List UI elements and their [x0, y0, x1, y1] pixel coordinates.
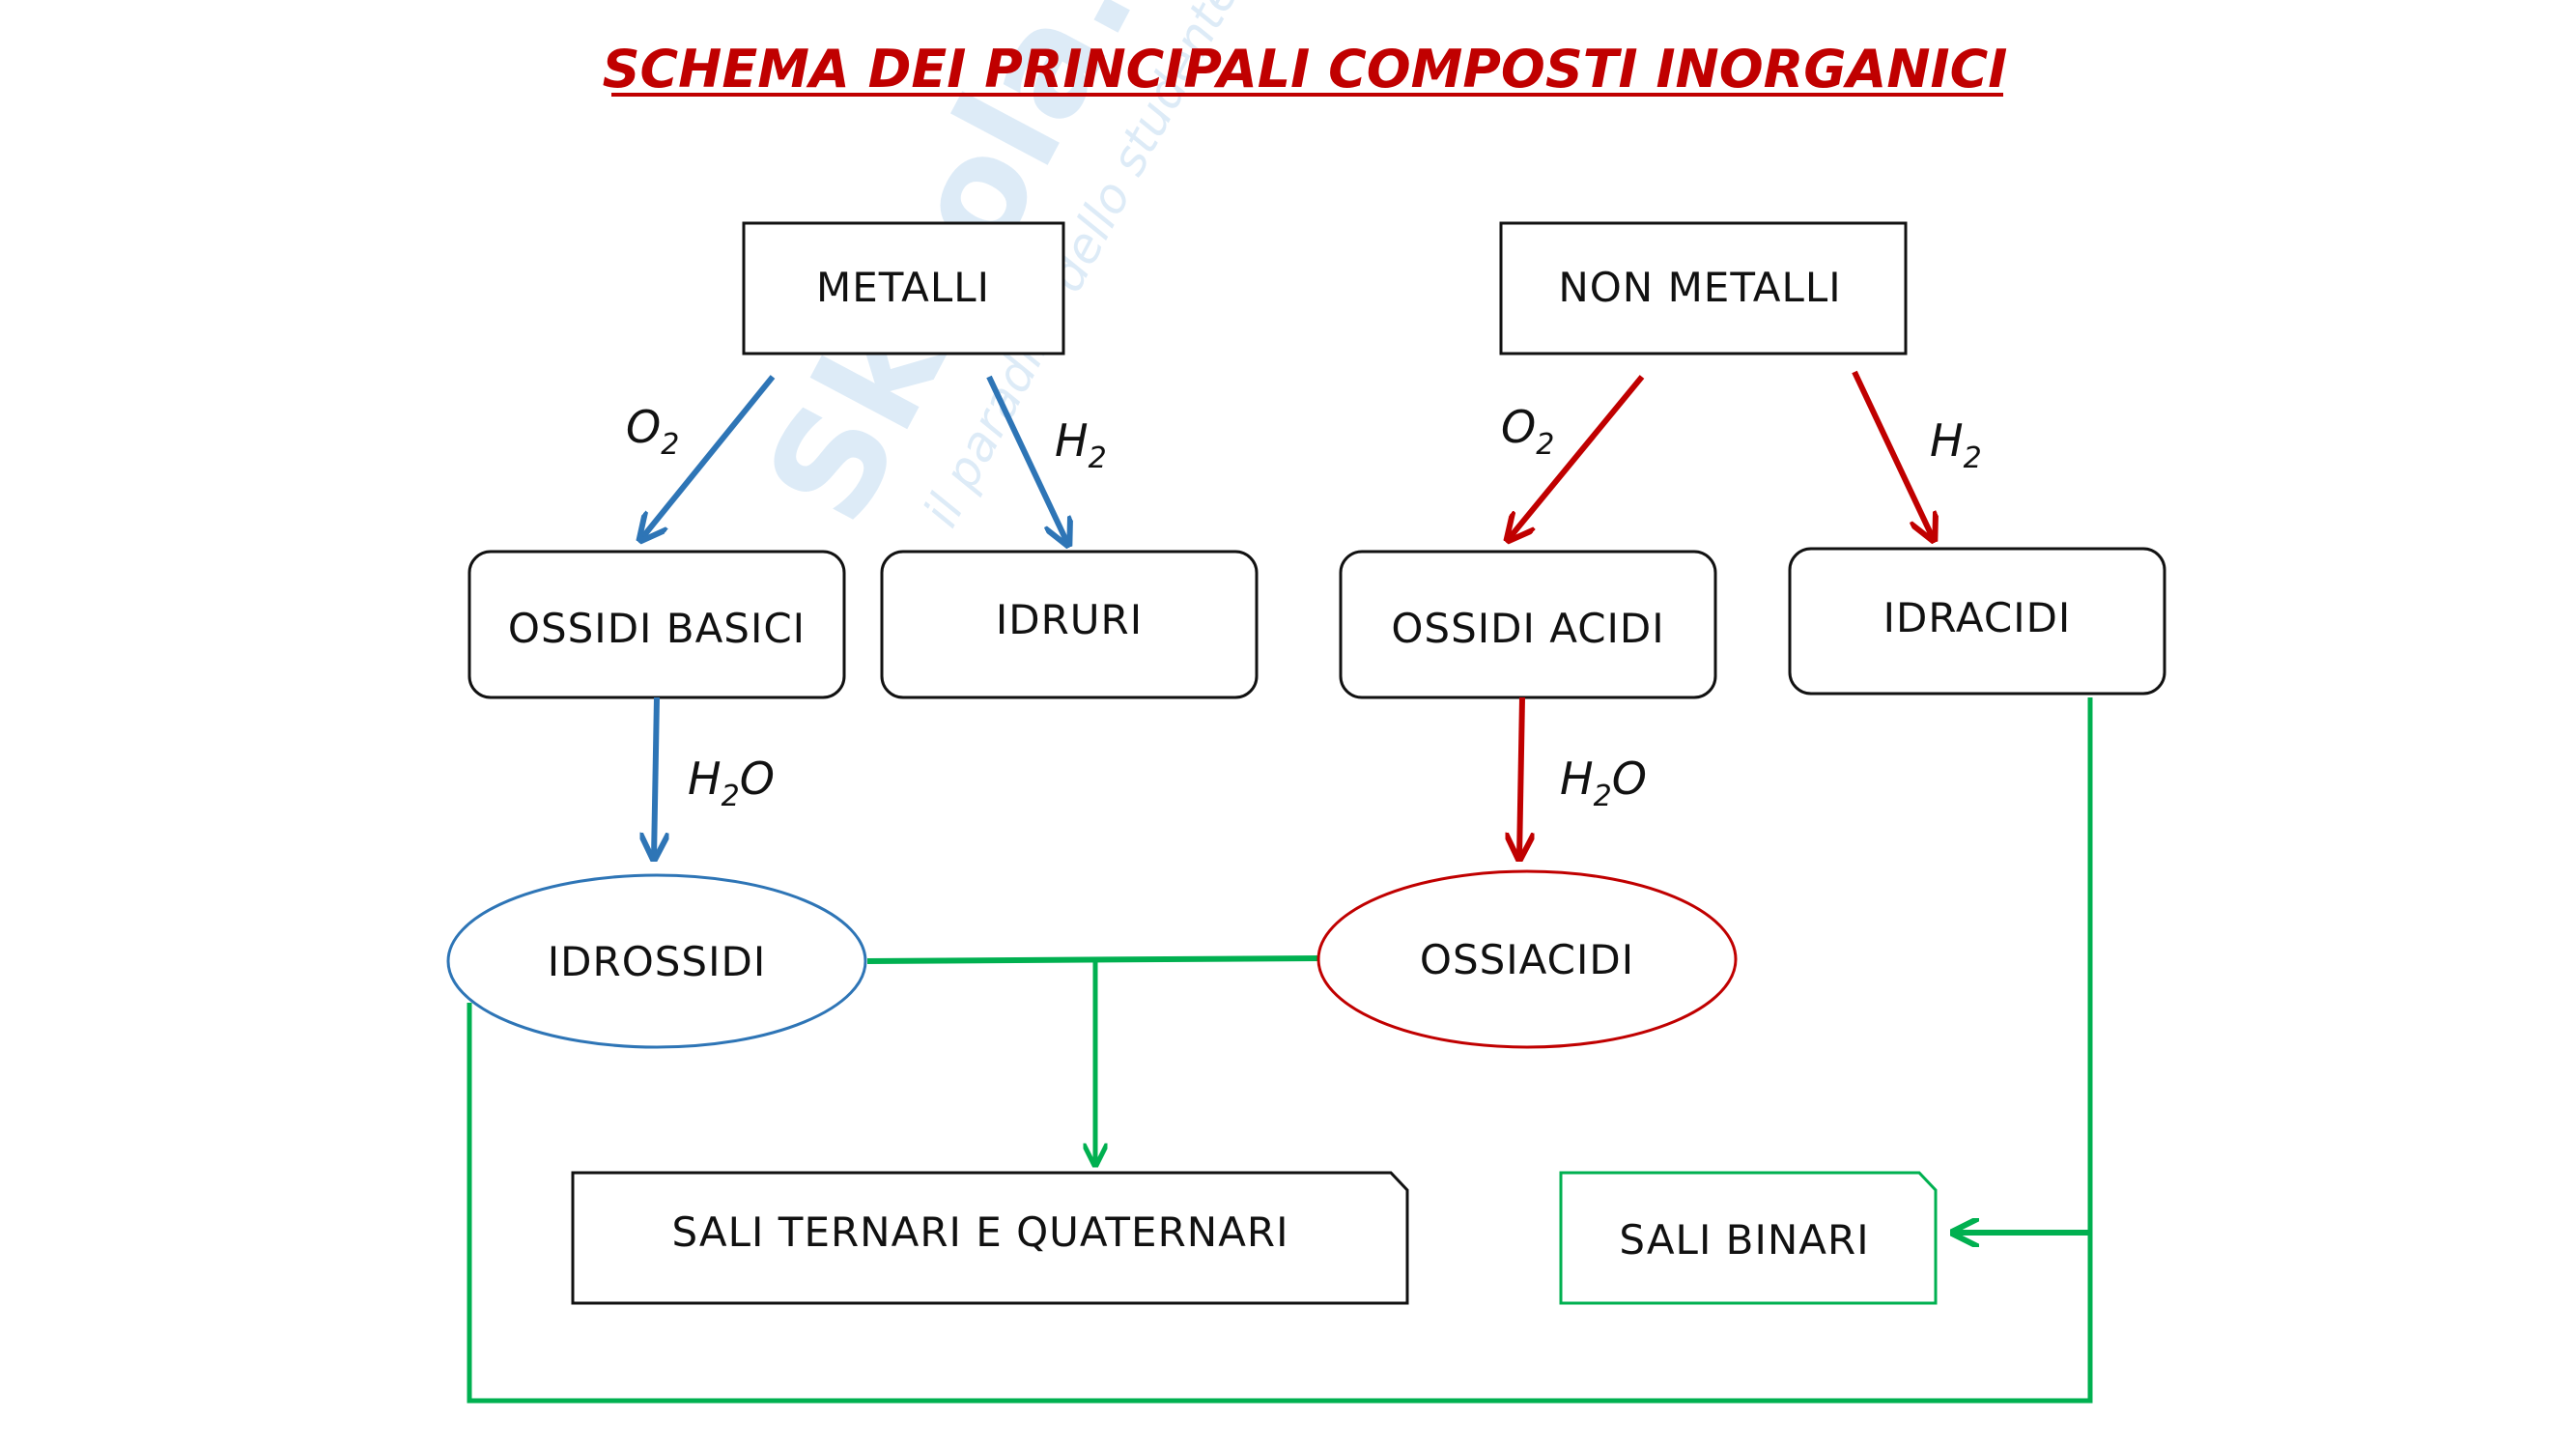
arrow-nonmetalli-idracidi — [1852, 370, 1934, 540]
page-title: SCHEMA DEI PRINCIPALI COMPOSTI INORGANIC… — [603, 39, 2008, 99]
reagent-o2-metal: O2 — [626, 401, 679, 462]
reagent-h2-nonmetal: H2 — [1930, 414, 1982, 475]
node-sali-binari — [1559, 1171, 1938, 1305]
arrow-ossidi-basici-idrossidi — [654, 696, 657, 859]
node-ossiacidi-label: OSSIACIDI — [1420, 936, 1634, 983]
node-metalli — [742, 221, 1065, 355]
node-metalli-label: METALLI — [816, 264, 990, 311]
node-sali-ternari-label: SALI TERNARI E QUATERNARI — [671, 1208, 1288, 1256]
node-idrossidi-label: IDROSSIDI — [548, 938, 766, 985]
node-non-metalli — [1499, 221, 1908, 355]
node-idracidi — [1788, 547, 2166, 696]
connector-idrossidi-ossiacidi — [866, 955, 1322, 964]
node-ossidi-acidi-label: OSSIDI ACIDI — [1391, 605, 1664, 652]
node-ossidi-acidi — [1339, 550, 1717, 699]
connector-idrossidi-idracidi — [467, 697, 2093, 1404]
arrow-ossidi-acidi-ossiacidi — [1519, 696, 1522, 859]
reagent-h2-metal: H2 — [1055, 414, 1107, 475]
node-idrossidi — [446, 873, 867, 1049]
reagent-o2-nonmetal: O2 — [1501, 401, 1554, 462]
node-non-metalli-label: NON METALLI — [1558, 264, 1841, 311]
node-idruri-label: IDRURI — [996, 596, 1143, 643]
node-ossiacidi — [1316, 869, 1738, 1049]
node-sali-ternari — [571, 1171, 1409, 1305]
node-sali-binari-label: SALI BINARI — [1619, 1216, 1869, 1264]
reagent-h2o-metal: H2O — [688, 753, 775, 813]
arrow-metalli-ossidi-basici — [640, 375, 776, 540]
node-ossidi-basici-label: OSSIDI BASICI — [508, 605, 806, 652]
arrow-metalli-idruri — [986, 375, 1068, 545]
reagent-h2o-nonmetal: H2O — [1560, 753, 1647, 813]
node-idruri — [880, 550, 1259, 699]
node-idracidi-label: IDRACIDI — [1883, 594, 2072, 641]
arrow-nonmetalli-ossidi-acidi — [1508, 375, 1645, 540]
